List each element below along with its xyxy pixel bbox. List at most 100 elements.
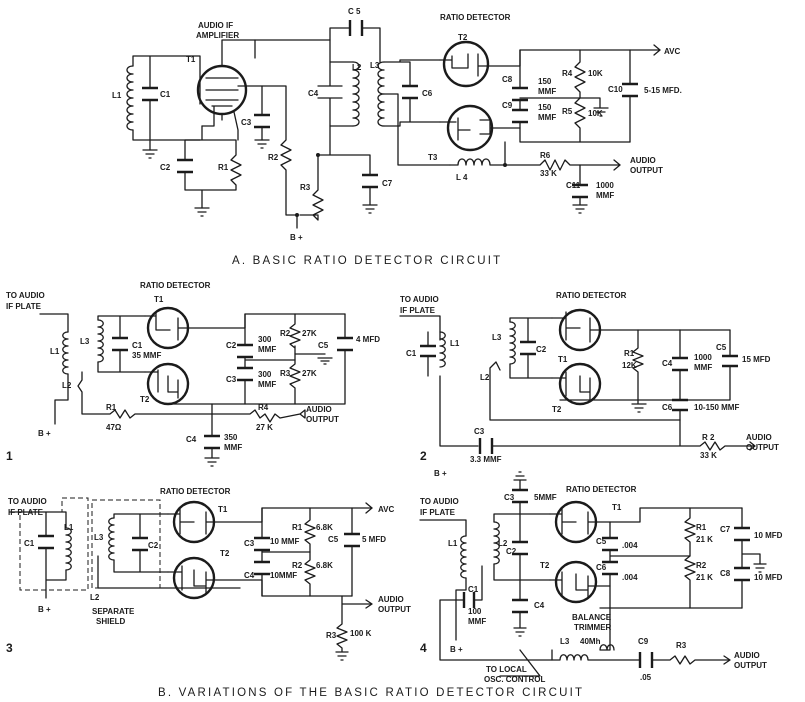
v2-c4-value-2: MMF (694, 363, 712, 372)
v1-r3-label: R3 (280, 369, 291, 378)
v2-t2-tube-symbol (558, 362, 602, 406)
v1-c5-label: C5 (318, 341, 329, 350)
v4-t1-label: T1 (612, 503, 622, 512)
v3-l2-label: L2 (90, 593, 100, 602)
variant-3-circuit: TO AUDIO IF PLATE RATIO DETECTOR C1 L1 L… (6, 487, 411, 661)
a-audio-output-label-2: OUTPUT (630, 166, 663, 175)
a-t3-tube-symbol (446, 104, 494, 152)
a-l3-coil-symbol (377, 61, 385, 127)
variant-4-circuit: TO AUDIO IF PLATE RATIO DETECTOR L1 L2 C… (419, 471, 783, 684)
v4-l3-value: 40Mh (580, 637, 601, 646)
v1-r1-value: 47Ω (106, 423, 122, 432)
v4-l1-coil-symbol (460, 535, 467, 579)
v2-number: 2 (420, 449, 427, 463)
a-r5-value: 10K (588, 109, 603, 118)
v4-c8-value: 10 MFD (754, 573, 783, 582)
a-c9-value-2: MMF (538, 113, 556, 122)
a-r6-label: R6 (540, 151, 551, 160)
v4-bplus-label: B + (450, 645, 463, 654)
v4-c5-label: C5 (596, 537, 607, 546)
a-avc-label: AVC (664, 47, 681, 56)
v2-to-audio-label-2: IF PLATE (400, 306, 436, 315)
v3-l3-label: L3 (94, 533, 104, 542)
v1-number: 1 (6, 449, 13, 463)
a-c9-label: C9 (502, 101, 513, 110)
v4-title: RATIO DETECTOR (566, 485, 637, 494)
v4-c5-value: .004 (622, 541, 638, 550)
v3-bplus-label: B + (38, 605, 51, 614)
v3-number: 3 (6, 641, 13, 655)
v1-c4-value-2: MMF (224, 443, 242, 452)
v1-l3-label: L3 (80, 337, 90, 346)
v3-audio-label-2: OUTPUT (378, 605, 411, 614)
v4-to-audio-label-1: TO AUDIO (420, 497, 459, 506)
v1-c1-value: 35 MMF (132, 351, 161, 360)
v3-r2-label: R2 (292, 561, 303, 570)
v4-c6-value: .004 (622, 573, 638, 582)
caption-b: B. VARIATIONS OF THE BASIC RATIO DETECTO… (158, 687, 584, 699)
v3-to-audio-label-2: IF PLATE (8, 508, 44, 517)
variant-1-circuit: TO AUDIO IF PLATE RATIO DETECTOR L1 L2 L… (6, 281, 380, 467)
v3-avc-label: AVC (378, 505, 395, 514)
a-r4-label: R4 (562, 69, 573, 78)
v2-c3-value: 3.3 MMF (470, 455, 502, 464)
v3-c5-value: 5 MFD (362, 535, 386, 544)
v1-t1-label: T1 (154, 295, 164, 304)
v4-c7-value: 10 MFD (754, 531, 783, 540)
v3-r1-value: 6.8K (316, 523, 333, 532)
v2-r2-value: 33 K (700, 451, 717, 460)
v2-c1-label: C1 (406, 349, 417, 358)
v2-c2-label: C2 (536, 345, 547, 354)
v1-l1-coil-symbol (62, 331, 69, 375)
v4-c9-label: C9 (638, 637, 649, 646)
v4-local-label-2: OSC. CONTROL (484, 675, 545, 684)
v2-l3-label: L3 (492, 333, 502, 342)
v3-c1-label: C1 (24, 539, 35, 548)
v3-separate-label: SEPARATE (92, 607, 135, 616)
a-l1-coil-symbol (126, 65, 134, 131)
v2-l1-label: L1 (450, 339, 460, 348)
a-c5-label: C 5 (348, 7, 361, 16)
v1-c5-value: 4 MFD (356, 335, 380, 344)
v1-c4-value-1: 350 (224, 433, 238, 442)
v2-c5-value: 15 MFD (742, 355, 771, 364)
v2-c5-label: C5 (716, 343, 727, 352)
v3-r3-label: R3 (326, 631, 337, 640)
v4-c4-label: C4 (534, 601, 545, 610)
v1-c2-value-2: MMF (258, 345, 276, 354)
v4-t2-tube-symbol (554, 560, 598, 604)
v1-r2-value: 27K (302, 329, 317, 338)
a-c11-value-1: 1000 (596, 181, 614, 190)
a-c8-value-2: MMF (538, 87, 556, 96)
v1-title: RATIO DETECTOR (140, 281, 211, 290)
v3-c5-label: C5 (328, 535, 339, 544)
a-c8-label: C8 (502, 75, 513, 84)
v2-c6-label: C6 (662, 403, 673, 412)
v2-r1-value: 12K (622, 361, 637, 370)
a-r5-label: R5 (562, 107, 573, 116)
v1-r2-label: R2 (280, 329, 291, 338)
v2-t2-label: T2 (552, 405, 562, 414)
a-r4-value: 10K (588, 69, 603, 78)
a-c10-value: 5-15 MFD. (644, 86, 682, 95)
a-audio-if-label-1: AUDIO IF (198, 21, 233, 30)
a-l2-coil-symbol (352, 61, 360, 127)
v3-title: RATIO DETECTOR (160, 487, 231, 496)
v4-balance-label: BALANCE (572, 613, 612, 622)
v1-to-audio-label-2: IF PLATE (6, 302, 42, 311)
a-audio-output-label-1: AUDIO (630, 156, 656, 165)
v3-c4-value: 10MMF (270, 571, 297, 580)
v4-l2-coil-symbol (493, 521, 500, 565)
v4-c1-label: C1 (468, 585, 479, 594)
v4-r2-label: R2 (696, 561, 707, 570)
v4-c6-label: C6 (596, 563, 607, 572)
v4-c3-value: 5MMF (534, 493, 557, 502)
v1-r3-value: 27K (302, 369, 317, 378)
v2-c3-label: C3 (474, 427, 485, 436)
v4-audio-label-1: AUDIO (734, 651, 760, 660)
a-c11-label: C11 (566, 181, 581, 190)
diagram-a-basic-ratio-detector: RATIO DETECTOR AUDIO IF AMPLIFIER T1 T2 … (112, 7, 682, 267)
v1-l2-label: L2 (62, 381, 72, 390)
v1-bplus-label: B + (38, 429, 51, 438)
a-c10-label: C10 (608, 85, 623, 94)
